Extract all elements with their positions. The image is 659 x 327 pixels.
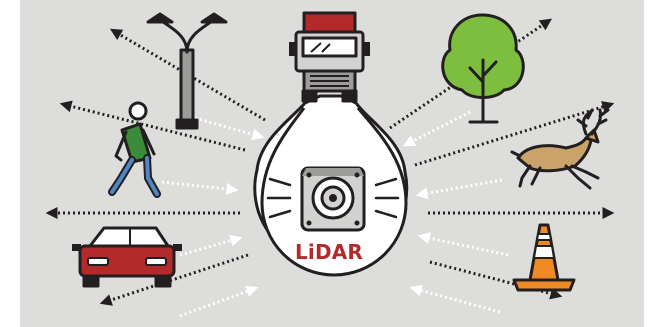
lidar-label: LiDAR: [279, 240, 379, 264]
